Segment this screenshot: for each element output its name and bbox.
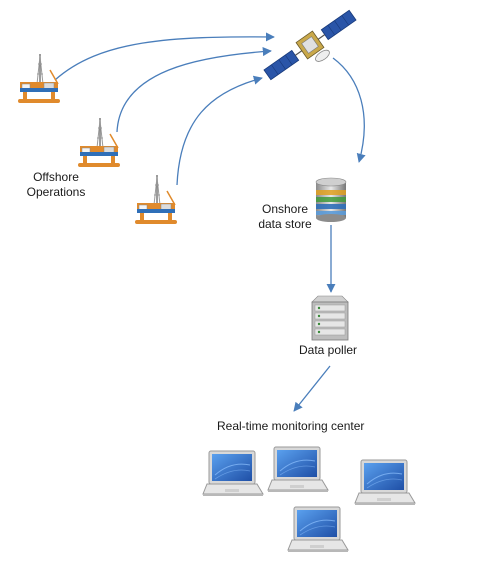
laptop-icon — [267, 446, 329, 493]
onshore-label-line1: Onshore — [261, 202, 309, 216]
offshore-label-line1: Offshore — [33, 170, 79, 184]
arrow-poller-to-monitoring — [293, 365, 331, 412]
data-poller-label: Data poller — [299, 343, 358, 357]
monitoring-center-label: Real-time monitoring center — [217, 419, 365, 433]
oil-rig-icon — [17, 53, 61, 104]
satellite-icon — [263, 9, 357, 81]
arrow-rig3-to-satellite — [176, 75, 263, 186]
arrow-satellite-to-datastore — [332, 57, 366, 163]
oil-rig-icon — [77, 117, 121, 168]
laptop-icon — [287, 506, 349, 553]
arrow-rig2-to-satellite — [116, 47, 272, 133]
laptop-icon — [202, 450, 264, 497]
onshore-data-store-label: Onshore data store — [250, 202, 320, 232]
server-icon — [311, 295, 349, 341]
laptop-icon — [354, 459, 416, 506]
arrow-rig1-to-satellite — [54, 32, 275, 81]
offshore-operations-label: Offshore Operations — [18, 170, 94, 200]
onshore-label-line2: data store — [258, 217, 312, 231]
offshore-label-line2: Operations — [26, 185, 86, 199]
database-icon — [315, 177, 347, 222]
oil-rig-icon — [134, 174, 178, 225]
